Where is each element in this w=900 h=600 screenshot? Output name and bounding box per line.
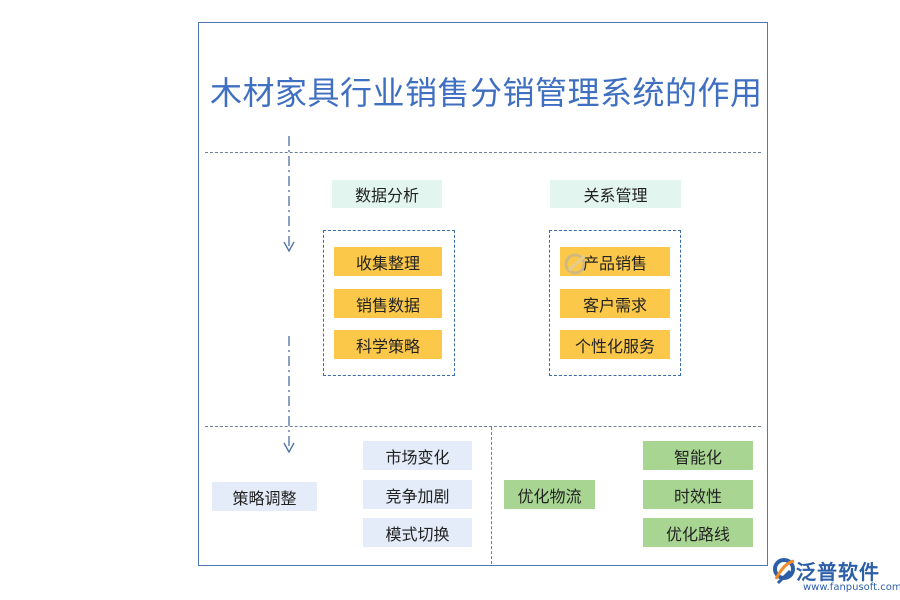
strategy-adjust-node: 策略调整: [212, 482, 317, 511]
data-analysis-item: 收集整理: [334, 247, 442, 276]
watermark-logo-icon: [564, 253, 586, 275]
lower-middle-item: 模式切换: [363, 518, 472, 547]
lower-right-item: 时效性: [643, 480, 753, 509]
diagram-frame: [198, 22, 768, 566]
diagram-title: 木材家具行业销售分销管理系统的作用: [210, 74, 763, 112]
upper-separator: [205, 152, 761, 153]
relationship-item: 产品销售: [560, 247, 670, 276]
logo-url: www.fanpusoft.com: [803, 582, 900, 593]
relationship-item: 个性化服务: [560, 330, 670, 359]
flow-arrow-upper: [283, 136, 295, 253]
data-analysis-group: [323, 230, 455, 376]
lower-right-item: 智能化: [643, 441, 753, 470]
data-analysis-item: 销售数据: [334, 289, 442, 318]
flow-arrow-lower: [283, 336, 295, 454]
data-analysis-header: 数据分析: [332, 180, 442, 208]
lower-separator: [205, 426, 761, 427]
fanpu-logo-icon: [773, 558, 795, 585]
logistics-node: 优化物流: [504, 480, 595, 509]
logo-name: 泛普软件: [796, 560, 880, 584]
lower-middle-item: 市场变化: [363, 441, 472, 470]
lower-right-item: 优化路线: [643, 518, 753, 547]
lower-middle-item: 竞争加剧: [363, 480, 472, 509]
relationship-item: 客户需求: [560, 289, 670, 318]
data-analysis-item: 科学策略: [334, 330, 442, 359]
relationship-header: 关系管理: [550, 180, 681, 208]
lower-divider: [491, 427, 492, 564]
relationship-group: [549, 230, 681, 376]
